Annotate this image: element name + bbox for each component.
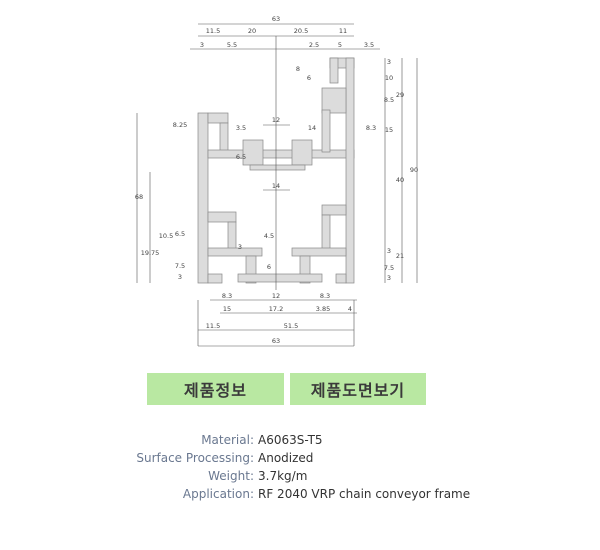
dimension-label: 3	[238, 243, 242, 251]
dimension-label: 3	[178, 273, 182, 281]
dimension-label: 15	[223, 305, 231, 313]
dimension-label: 2.5	[309, 41, 319, 49]
spec-value: 3.7kg/m	[258, 469, 308, 483]
dimension-label: 51.5	[284, 322, 298, 330]
dimension-label: 8	[296, 65, 300, 73]
dimension-label: 14	[272, 182, 280, 190]
dimension-label: 11.5	[206, 322, 220, 330]
dimension-label: 5.5	[227, 41, 237, 49]
dimension-label: 90	[410, 166, 418, 174]
spec-value: A6063S-T5	[258, 433, 323, 447]
dimension-label: 3.85	[316, 305, 330, 313]
dimension-label: 3.5	[236, 124, 246, 132]
dimension-label: 3.5	[364, 41, 374, 49]
dimension-label: 6	[267, 263, 271, 271]
tab-product-info[interactable]: 제품정보	[147, 373, 284, 405]
dimension-label: 6.5	[236, 153, 246, 161]
dimension-label: 68	[135, 193, 143, 201]
dimension-labels: 63 11.5 20 20.5 11 3 5.5 2.5 5 3.5 3 10 …	[135, 15, 418, 345]
dimension-label: 7.5	[175, 262, 185, 270]
dimension-label: 8.3	[222, 292, 232, 300]
profile-drawing: 63 11.5 20 20.5 11 3 5.5 2.5 5 3.5 3 10 …	[135, 15, 418, 347]
dimension-label: 3	[200, 41, 204, 49]
aluminum-profile-shape	[197, 57, 355, 284]
dimension-label: 15	[385, 126, 393, 134]
dimension-lines	[136, 23, 418, 347]
dimension-label: 8.25	[173, 121, 187, 129]
spec-label: Material:	[201, 433, 254, 447]
dimension-label: 20.5	[294, 27, 308, 35]
dimension-label: 17.2	[269, 305, 283, 313]
dimension-label: 6	[307, 74, 311, 82]
dimension-label: 8.3	[366, 124, 376, 132]
spec-row-application: Application: RF 2040 VRP chain conveyor …	[0, 485, 600, 503]
dimension-label: 4.5	[264, 232, 274, 240]
dimension-label: 5	[338, 41, 342, 49]
dimension-label: 11	[339, 27, 347, 35]
dimension-label: 21	[396, 252, 404, 260]
dimension-label: 12	[272, 116, 280, 124]
dimension-label: 12	[272, 292, 280, 300]
dimension-label: 10	[385, 74, 393, 82]
dimension-label: 8.3	[320, 292, 330, 300]
tab-drawing-view[interactable]: 제품도면보기	[290, 373, 426, 405]
spec-value: RF 2040 VRP chain conveyor frame	[258, 487, 471, 501]
spec-value: Anodized	[258, 451, 314, 465]
spec-row-weight: Weight: 3.7kg/m	[0, 467, 600, 485]
spec-label: Surface Processing:	[136, 451, 254, 465]
dimension-label: 8.5	[384, 96, 394, 104]
dimension-label: 7.5	[384, 264, 394, 272]
spec-row-surface: Surface Processing: Anodized	[0, 449, 600, 467]
dimension-label: 20	[248, 27, 256, 35]
dimension-label: 3	[387, 247, 391, 255]
dimension-label: 3	[387, 58, 391, 66]
dimension-label: 40	[396, 176, 404, 184]
dimension-label: 4	[348, 305, 352, 313]
dimension-label: 6.5	[175, 230, 185, 238]
dimension-label: 11.5	[206, 27, 220, 35]
spec-label: Weight:	[208, 469, 254, 483]
dimension-label: 63	[272, 337, 280, 345]
dimension-label: 63	[272, 15, 280, 23]
spec-label: Application:	[182, 487, 254, 501]
spec-row-material: Material: A6063S-T5	[0, 431, 600, 449]
dimension-label: 10.5	[159, 232, 173, 240]
dimension-label: 3	[387, 274, 391, 282]
dimension-label: 19.75	[141, 249, 160, 257]
dimension-label: 14	[308, 124, 316, 132]
dimension-label: 29	[396, 91, 404, 99]
